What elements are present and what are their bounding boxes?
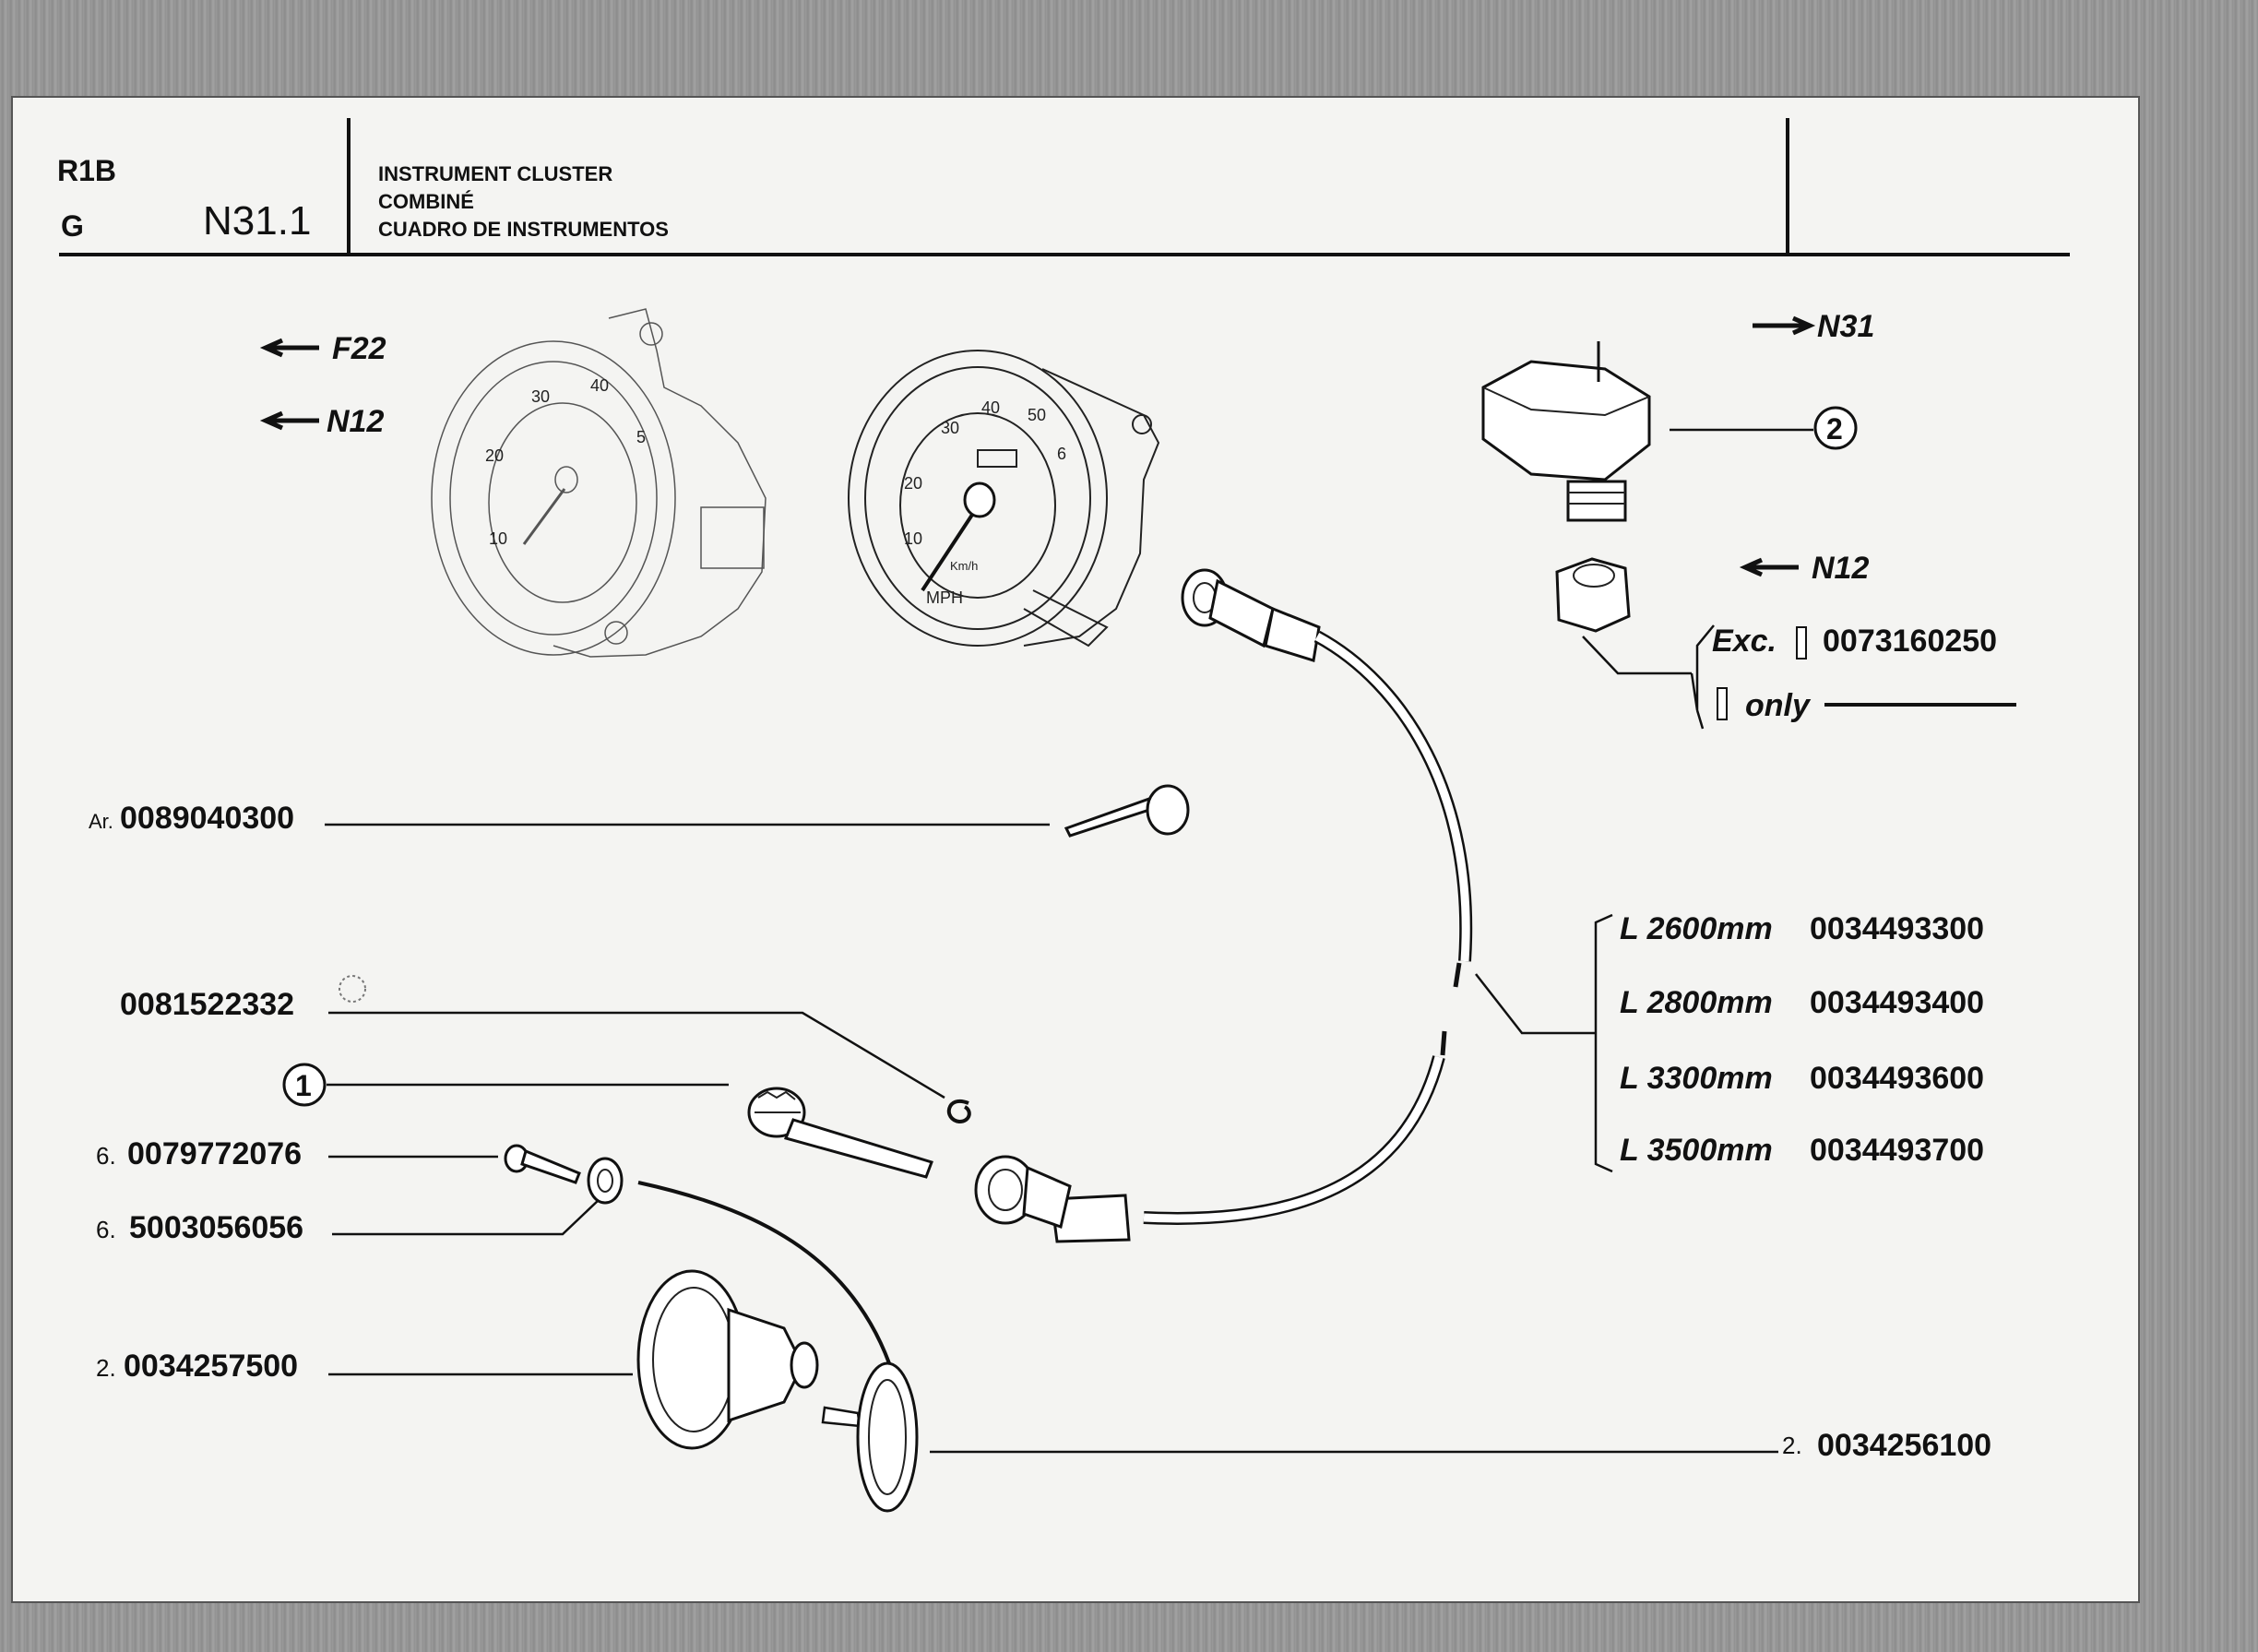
clip-code[interactable]: 0081522332 [120,987,294,1022]
tacho-label-5: 5 [636,428,646,446]
speedo-label-50: 50 [1028,406,1046,424]
screw-code[interactable]: 0079772076 [127,1136,302,1171]
cable-1-code[interactable]: 0034493300 [1810,911,1984,946]
clip-part: 0081522332 [120,975,971,1124]
speedo-unit-mph: MPH [926,588,963,607]
title-en: INSTRUMENT CLUSTER [378,162,612,185]
variant-marker-icon [339,975,366,1003]
boot-code[interactable]: 0034257500 [124,1349,298,1384]
ref-f22[interactable]: F22 [259,331,386,366]
callout-1 [282,1063,327,1107]
washer-part: 6. 5003056056 [96,1157,624,1245]
variant-marker-icon [1717,687,1728,720]
screw-qty: 6. [96,1142,116,1170]
speedometer-gauge: 10 20 30 40 50 6 MPH Km/h [848,350,1160,648]
title-fr: COMBINÉ [378,190,474,213]
callout-2-label: 2 [1826,412,1843,446]
tacho-label-20: 20 [485,446,504,465]
strap-part: Ar. 0089040300 [89,784,1190,838]
ref-n31[interactable]: N31 [1753,309,1874,344]
washer-code[interactable]: 5003056056 [129,1210,303,1245]
speedometer-cable [974,568,1613,1243]
cable-1-length: L 2600mm [1620,911,1773,946]
cable-4-length: L 3500mm [1620,1133,1773,1168]
tachometer-gauge: 10 20 30 40 5 [431,308,767,658]
variant-marker-icon [1796,626,1807,660]
language-code: G [61,209,84,243]
strap-code[interactable]: 0089040300 [120,801,294,836]
callout-2 [1813,406,1858,450]
grommet-qty: 2. [1782,1432,1802,1459]
tacho-label-10: 10 [489,529,507,548]
strap-prefix: Ar. [89,810,113,833]
ref-n12-right[interactable]: N12 [1739,551,1869,586]
ref-n12-right-label: N12 [1812,551,1869,586]
cable-4-code[interactable]: 0034493700 [1810,1133,1984,1168]
cable-3-code[interactable]: 0034493600 [1810,1061,1984,1096]
nut-only-label: only [1745,688,1812,723]
grommet-code[interactable]: 0034256100 [1817,1428,1991,1463]
tacho-label-30: 30 [531,387,550,406]
section-number: N31.1 [203,198,311,244]
cable-2-length: L 2800mm [1620,985,1773,1020]
cross-references: F22 N12 N31 N12 [259,309,1874,586]
ref-n12-left-label: N12 [327,404,384,439]
speedometer-drive-adapter: 2 [1481,341,1858,522]
screw-part: 6. 0079772076 [96,1136,581,1184]
cable-length-table: L 2600mm 0034493300 L 2800mm 0034493400 … [1620,911,1984,1168]
callout-1-label: 1 [295,1069,312,1102]
washer-qty: 6. [96,1216,116,1243]
ref-n12-left[interactable]: N12 [259,404,384,439]
nut-exc-code[interactable]: 0073160250 [1823,624,1997,659]
adapter-nut: Exc. 0073160250 only [1555,557,2016,730]
speedo-label-6: 6 [1057,445,1066,463]
cable-3-length: L 3300mm [1620,1061,1773,1096]
speedo-label-30: 30 [941,419,959,437]
speedo-label-40: 40 [981,398,1000,417]
speedo-unit-kmh: Km/h [950,559,978,573]
cable-2-code[interactable]: 0034493400 [1810,985,1984,1020]
drive-gear: 1 [282,1063,933,1179]
nut-exc-label: Exc. [1712,624,1777,659]
grommet-part: 2. 0034256100 [821,1361,1991,1513]
speedo-label-10: 10 [904,529,922,548]
tacho-label-40: 40 [590,376,609,395]
boot-qty: 2. [96,1354,116,1382]
ref-n31-label: N31 [1817,309,1874,344]
parts-sheet [13,98,2138,1601]
header: R1B G N31.1 INSTRUMENT CLUSTER COMBINÉ C… [57,118,2070,256]
boot-part: 2. 0034257500 [96,1181,891,1450]
model-code: R1B [57,154,116,187]
title-es: CUADRO DE INSTRUMENTOS [378,218,669,241]
speedo-label-20: 20 [904,474,922,493]
ref-f22-label: F22 [332,331,386,366]
